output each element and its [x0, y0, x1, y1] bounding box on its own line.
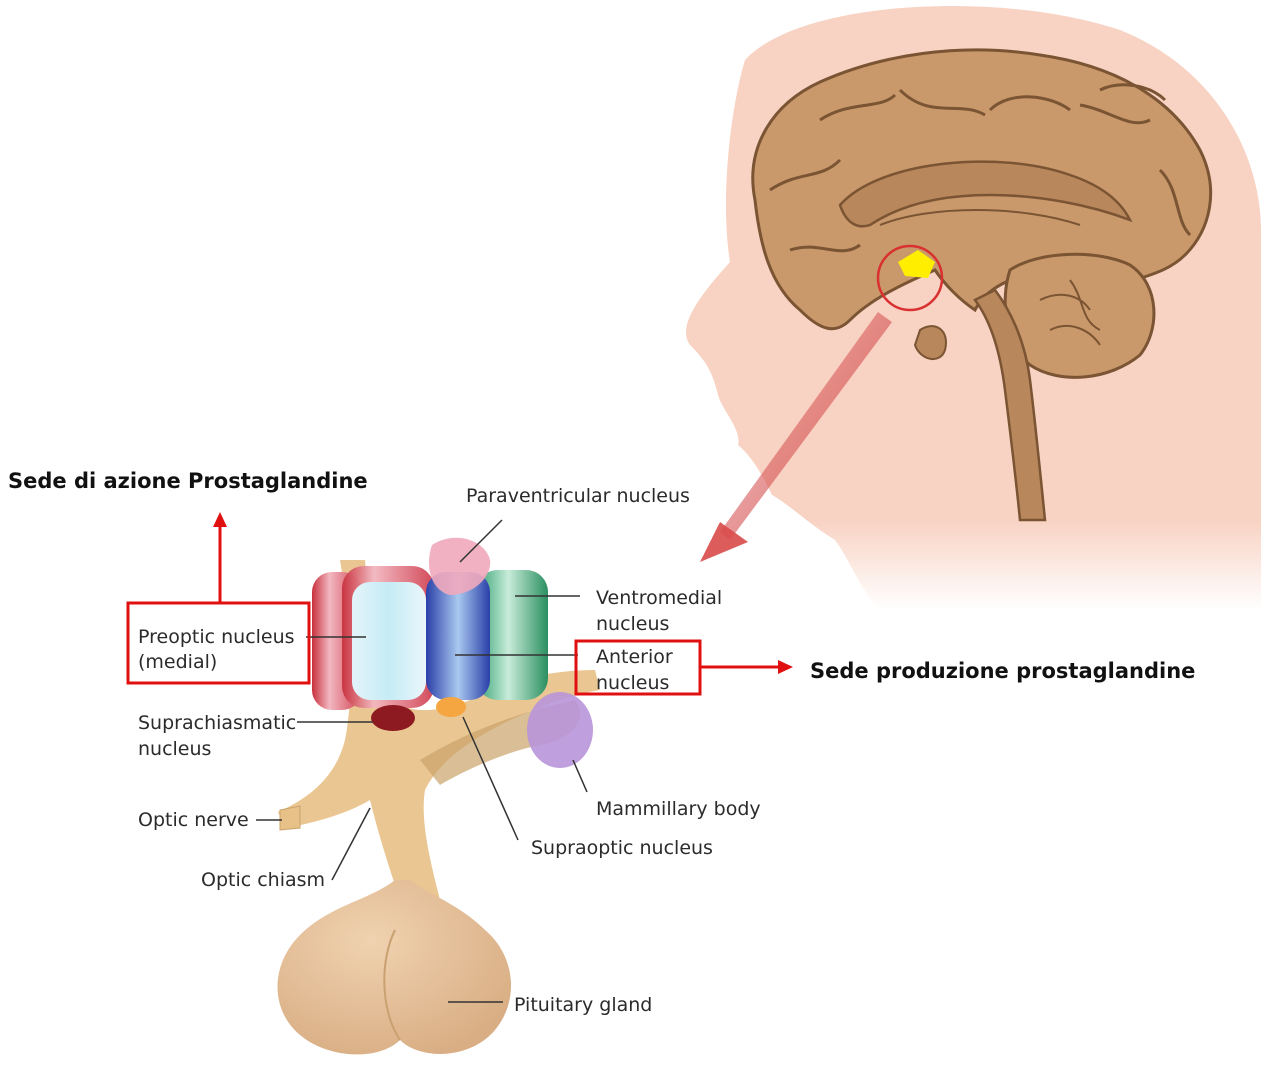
production-site-annotation: Sede produzione prostaglandine [810, 659, 1195, 683]
suprachiasmatic-label-line2: nucleus [138, 738, 211, 760]
mammillary-label: Mammillary body [596, 798, 761, 820]
pituitary-label: Pituitary gland [514, 994, 652, 1016]
optic-chiasm-label: Optic chiasm [201, 869, 325, 891]
mammillary-shape [527, 692, 593, 768]
preoptic-label-line1: Preoptic nucleus [138, 626, 295, 648]
anterior-label-line1: Anterior [596, 646, 673, 668]
paraventricular-label: Paraventricular nucleus [466, 485, 690, 507]
action-site-annotation: Sede di azione Prostaglandine [8, 469, 368, 493]
ventromedial-label-line1: Ventromedial [596, 587, 722, 609]
preoptic-label-line2: (medial) [138, 651, 217, 673]
ventromedial-label-line2: nucleus [596, 613, 669, 635]
preoptic-light-block [352, 582, 426, 700]
hypothalamus-enlarged [278, 538, 601, 1055]
suprachiasmatic-shape [371, 705, 415, 731]
supraoptic-label: Supraoptic nucleus [531, 837, 713, 859]
supraoptic-shape [436, 697, 466, 717]
anterior-label-line2: nucleus [596, 672, 669, 694]
suprachiasmatic-label-line1: Suprachiasmatic [138, 712, 296, 734]
optic-nerve-label: Optic nerve [138, 809, 249, 831]
